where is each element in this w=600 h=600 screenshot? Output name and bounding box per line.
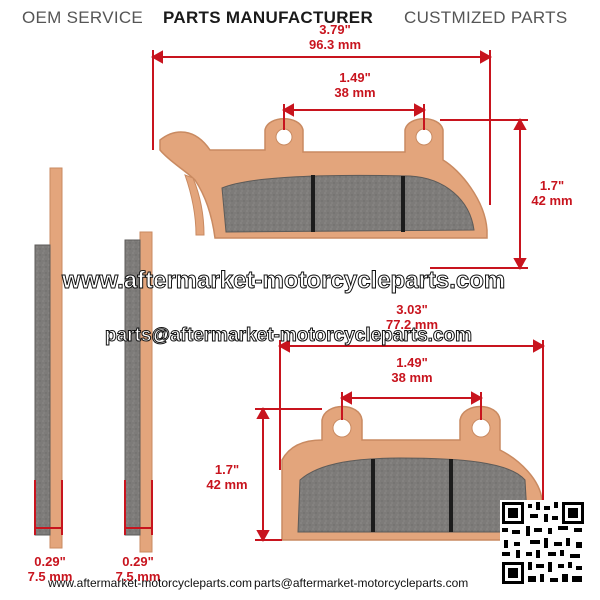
watermark-email: parts@aftermarket-motorcycleparts.com — [105, 325, 473, 347]
top-pad-slot-right — [401, 176, 405, 232]
bottom-pad-hole-right — [471, 418, 491, 438]
top-hole-mm: 38 mm — [334, 85, 376, 100]
right-thickness-label: 0.29" 7.5 mm — [108, 554, 168, 584]
top-pad-hole-right — [415, 128, 433, 146]
top-width-in: 3.79" — [319, 22, 351, 37]
bottom-height-label: 1.7" 42 mm — [197, 462, 257, 492]
top-brake-pad — [159, 118, 488, 239]
side-pad-left-plate — [49, 167, 63, 549]
top-hole-label: 1.49" 38 mm — [310, 70, 400, 100]
top-hole-in: 1.49" — [339, 70, 371, 85]
bottom-height-mm: 42 mm — [206, 477, 248, 492]
header-customized-parts: CUSTMIZED PARTS — [404, 8, 568, 27]
right-thickness-mm: 7.5 mm — [115, 569, 161, 584]
bottom-width-in: 3.03" — [396, 302, 428, 317]
left-thickness-mm: 7.5 mm — [27, 569, 73, 584]
top-height-mm: 42 mm — [531, 193, 573, 208]
dimension-lines — [34, 50, 546, 543]
watermark-site: www.aftermarket-motorcycleparts.com — [61, 267, 506, 295]
bottom-pad-slot-left — [371, 459, 375, 532]
side-pad-left-friction — [34, 244, 51, 536]
top-pad-friction-material — [221, 174, 475, 233]
bottom-pad-friction-material — [297, 457, 529, 533]
bottom-width-label: 3.03" 77.2 mm — [367, 302, 457, 332]
top-width-mm: 96.3 mm — [308, 37, 362, 52]
side-pad-left — [34, 167, 63, 549]
bottom-hole-in: 1.49" — [396, 355, 428, 370]
header-oem-service: OEM SERVICE — [22, 8, 144, 27]
top-pad-side-notch — [184, 174, 205, 236]
bottom-pad-slot-right — [449, 459, 453, 532]
bottom-pad-hole-left — [332, 418, 352, 438]
footer-email: parts@aftermarket-motorcycleparts.com — [254, 576, 469, 590]
footer-site: www.aftermarket-motorcycleparts.com — [48, 576, 253, 590]
top-width-label: 3.79" 96.3 mm — [290, 22, 380, 52]
top-pad-slot-left — [311, 175, 315, 232]
bottom-hole-mm: 38 mm — [391, 370, 433, 385]
bottom-brake-pad — [281, 405, 543, 541]
side-pad-right — [124, 231, 153, 553]
bottom-height-in: 1.7" — [214, 462, 240, 477]
top-height-label: 1.7" 42 mm — [522, 178, 582, 208]
bottom-hole-label: 1.49" 38 mm — [367, 355, 457, 385]
qr-code — [500, 500, 586, 586]
left-thickness-label: 0.29" 7.5 mm — [20, 554, 80, 584]
right-thickness-in: 0.29" — [122, 554, 154, 569]
header-parts-manufacturer: PARTS MANUFACTURER — [163, 8, 374, 27]
top-height-in: 1.7" — [539, 178, 565, 193]
bottom-width-mm: 77.2 mm — [385, 317, 439, 332]
top-pad-hole-left — [275, 128, 293, 146]
side-pad-right-friction — [124, 239, 141, 536]
left-thickness-in: 0.29" — [34, 554, 66, 569]
